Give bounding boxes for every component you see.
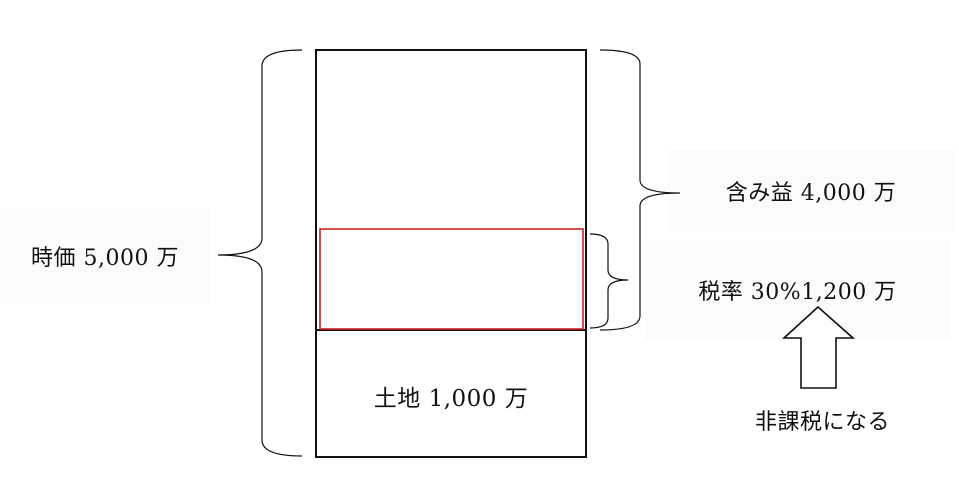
asset-block [315,49,587,458]
market-value-brace [217,49,303,457]
unrealized-gain-text: 含み益 4,000 万 [725,181,897,206]
non-taxable-label: 非課税になる [715,398,930,442]
unrealized-gain-label: 含み益 4,000 万 [668,150,954,232]
tax-brace [589,233,629,329]
market-value-text: 時価 5,000 万 [31,246,179,271]
tax-amount-label: 税率 30%1,200 万 [645,240,950,340]
tax-highlight-box [319,228,584,330]
unrealized-gain-brace [599,49,681,331]
up-arrow-icon [781,305,856,389]
land-value-label: 土地 1,000 万 [318,358,584,434]
tax-amount-text: 税率 30%1,200 万 [698,280,897,305]
non-taxable-text: 非課税になる [754,410,890,435]
market-value-label: 時価 5,000 万 [0,208,210,304]
land-value-text: 土地 1,000 万 [373,386,529,412]
